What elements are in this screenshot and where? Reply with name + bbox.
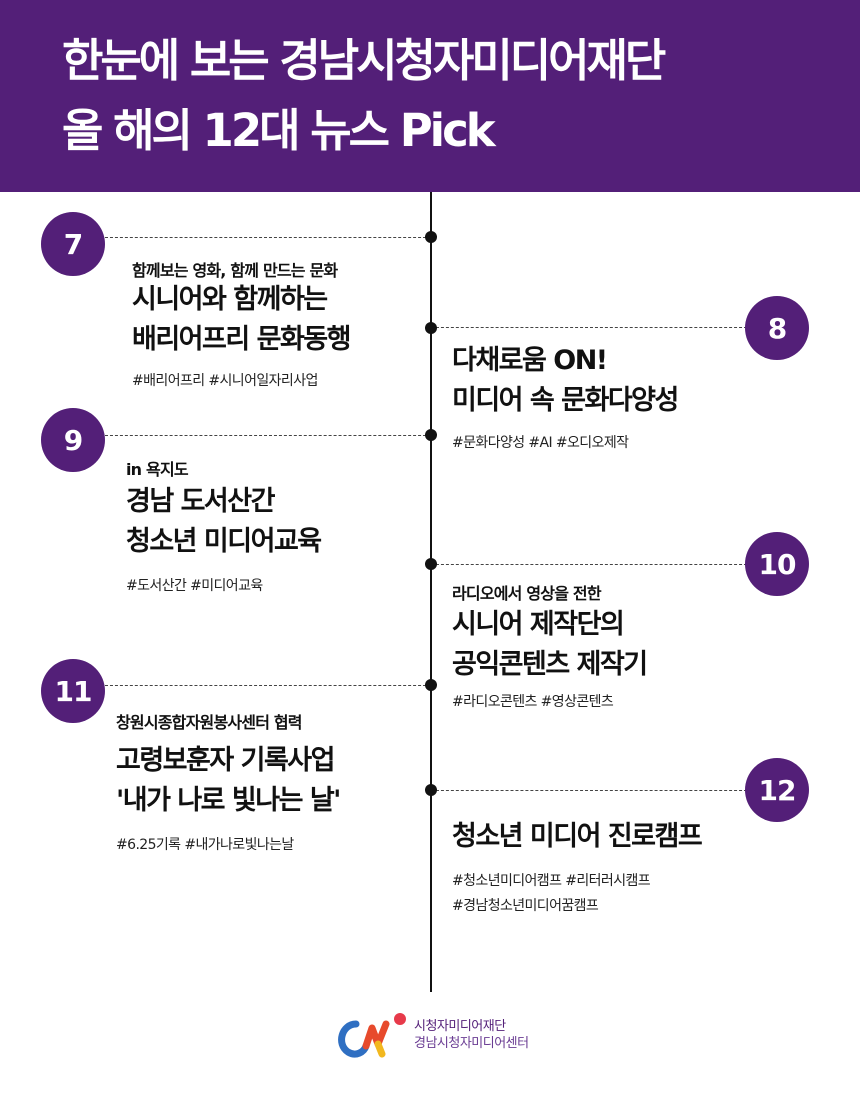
item-8-tags-line1: #문화다양성 #AI #오디오제작 <box>452 435 629 451</box>
logo-text: 시청자미디어재단 경남시청자미디어센터 <box>414 1018 529 1052</box>
item-9-subtitle: in 욕지도 <box>126 460 189 479</box>
item-7-title-line1: 시니어와 함께하는 <box>132 284 328 315</box>
connector-9 <box>105 435 431 436</box>
item-10-tags-line1: #라디오콘텐츠 #영상콘텐츠 <box>452 694 614 710</box>
item-8-tags: #문화다양성 #AI #오디오제작 <box>452 431 629 456</box>
item-12-tags: #청소년미디어캠프 #리터러시캠프 #경남청소년미디어꿈캠프 <box>452 869 651 919</box>
item-7-subtitle: 함께보는 영화, 함께 만드는 문화 <box>132 261 338 280</box>
timeline-axis <box>430 192 432 992</box>
item-8-title-line2: 미디어 속 문화다양성 <box>452 385 679 416</box>
timeline-dot-7 <box>425 231 437 243</box>
item-8-title-line1: 다채로움 ON! <box>452 345 608 376</box>
logo-text-line1: 시청자미디어재단 <box>414 1019 506 1034</box>
header-title-line2: 올 해의 12대 뉴스 Pick <box>62 104 496 157</box>
item-8-title: 다채로움 ON! 미디어 속 문화다양성 <box>452 341 679 421</box>
number-badge-7: 7 <box>41 212 105 276</box>
number-badge-10: 10 <box>745 532 809 596</box>
item-7-title-line2: 배리어프리 문화동행 <box>132 324 351 355</box>
number-badge-8: 8 <box>745 296 809 360</box>
timeline-dot-12 <box>425 784 437 796</box>
item-7-tags-line1: #배리어프리 #시니어일자리사업 <box>132 373 318 389</box>
timeline-dot-9 <box>425 429 437 441</box>
connector-10 <box>431 564 747 565</box>
connector-12 <box>431 790 747 791</box>
number-badge-11: 11 <box>41 659 105 723</box>
item-11-tags-line1: #6.25기록 #내가나로빛나는날 <box>116 837 294 853</box>
foundation-logo-icon <box>338 1013 406 1058</box>
item-9-tags: #도서산간 #미디어교육 <box>126 574 263 599</box>
item-12-title-line1: 청소년 미디어 진로캠프 <box>452 821 703 852</box>
item-9-tags-line1: #도서산간 #미디어교육 <box>126 578 263 594</box>
item-10-title-line2: 공익콘텐츠 제작기 <box>452 649 648 680</box>
timeline-dot-10 <box>425 558 437 570</box>
item-11-title-line1: 고령보훈자 기록사업 <box>116 745 335 776</box>
number-badge-12: 12 <box>745 758 809 822</box>
item-10-title-line1: 시니어 제작단의 <box>452 609 625 640</box>
item-11-title: 고령보훈자 기록사업 '내가 나로 빛나는 날' <box>116 741 341 821</box>
item-9-title-line2: 청소년 미디어교육 <box>126 526 322 557</box>
item-9-title: 경남 도서산간 청소년 미디어교육 <box>126 482 322 562</box>
item-7-title: 시니어와 함께하는 배리어프리 문화동행 <box>132 280 351 360</box>
logo-text-line2: 경남시청자미디어센터 <box>414 1036 529 1051</box>
item-10-subtitle: 라디오에서 영상을 전한 <box>452 584 602 603</box>
timeline-dot-8 <box>425 322 437 334</box>
item-12-tags-line2: #경남청소년미디어꿈캠프 <box>452 898 599 914</box>
header-title-line1: 한눈에 보는 경남시청자미디어재단 <box>62 34 666 87</box>
item-10-title: 시니어 제작단의 공익콘텐츠 제작기 <box>452 605 648 685</box>
item-7-tags: #배리어프리 #시니어일자리사업 <box>132 369 318 394</box>
item-10-tags: #라디오콘텐츠 #영상콘텐츠 <box>452 690 614 715</box>
item-11-title-line2: '내가 나로 빛나는 날' <box>116 785 341 816</box>
item-9-title-line1: 경남 도서산간 <box>126 486 275 517</box>
item-11-tags: #6.25기록 #내가나로빛나는날 <box>116 833 294 858</box>
number-badge-9: 9 <box>41 408 105 472</box>
item-12-title: 청소년 미디어 진로캠프 <box>452 817 703 857</box>
connector-11 <box>105 685 431 686</box>
header-banner: 한눈에 보는 경남시청자미디어재단 올 해의 12대 뉴스 Pick <box>0 0 860 192</box>
item-12-tags-line1: #청소년미디어캠프 #리터러시캠프 <box>452 873 651 889</box>
timeline-dot-11 <box>425 679 437 691</box>
item-11-subtitle: 창원시종합자원봉사센터 협력 <box>116 713 303 732</box>
connector-8 <box>431 327 747 328</box>
connector-7 <box>105 237 431 238</box>
